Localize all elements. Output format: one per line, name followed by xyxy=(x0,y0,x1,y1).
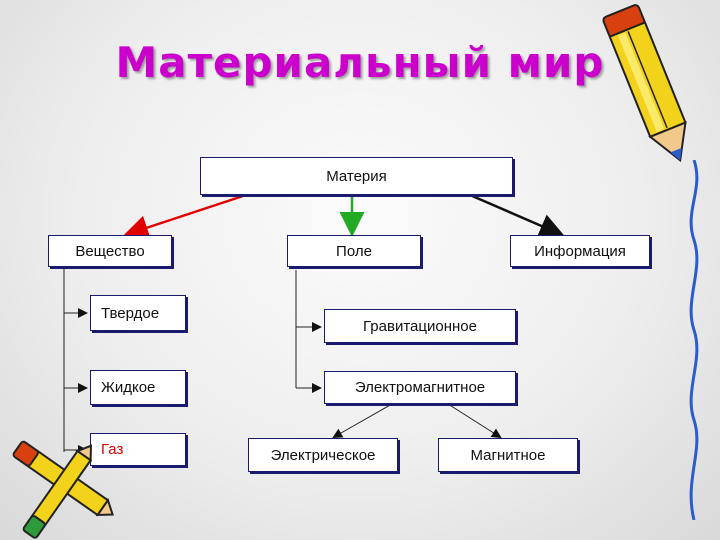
node-magnitnoe: Магнитное xyxy=(438,438,578,472)
node-elektromagnitnoe-label: Электромагнитное xyxy=(354,379,486,396)
arrow-to-veshchestvo xyxy=(123,193,247,240)
node-informatsiya-label: Информация xyxy=(534,242,626,260)
pencil-icon xyxy=(602,4,687,163)
arrow-to-magnitnoe xyxy=(447,403,502,439)
node-gaz: Газ xyxy=(90,433,186,466)
node-gravitatsionnoe: Гравитационное xyxy=(324,309,516,343)
node-tverdoe-label: Твердое xyxy=(101,304,160,322)
node-elektricheskoe: Электрическое xyxy=(248,438,398,472)
node-elektromagnitnoe: Электромагнитное xyxy=(324,371,516,404)
node-materia: Материя xyxy=(200,157,513,195)
node-magnitnoe-label: Магнитное xyxy=(470,446,546,464)
node-veshchestvo-label: Вещество xyxy=(75,242,145,260)
node-tverdoe: Твердое xyxy=(90,295,186,331)
node-zhidkoe-label: Жидкое xyxy=(101,379,156,396)
page-title: Материальный мир xyxy=(115,38,605,87)
arrow-to-informatsiya xyxy=(469,193,565,238)
node-informatsiya: Информация xyxy=(510,235,650,267)
node-materia-label: Материя xyxy=(326,167,387,185)
node-elektricheskoe-label: Электрическое xyxy=(270,446,376,464)
arrow-to-elektricheskoe xyxy=(332,403,393,438)
squiggle-line xyxy=(689,160,699,520)
node-gravitatsionnoe-label: Гравитационное xyxy=(363,317,477,335)
node-pole: Поле xyxy=(287,235,421,267)
node-gaz-label: Газ xyxy=(101,441,124,458)
pencil-icon xyxy=(12,440,114,539)
node-pole-label: Поле xyxy=(336,242,372,260)
node-veshchestvo: Вещество xyxy=(48,235,172,267)
node-zhidkoe: Жидкое xyxy=(90,370,186,405)
